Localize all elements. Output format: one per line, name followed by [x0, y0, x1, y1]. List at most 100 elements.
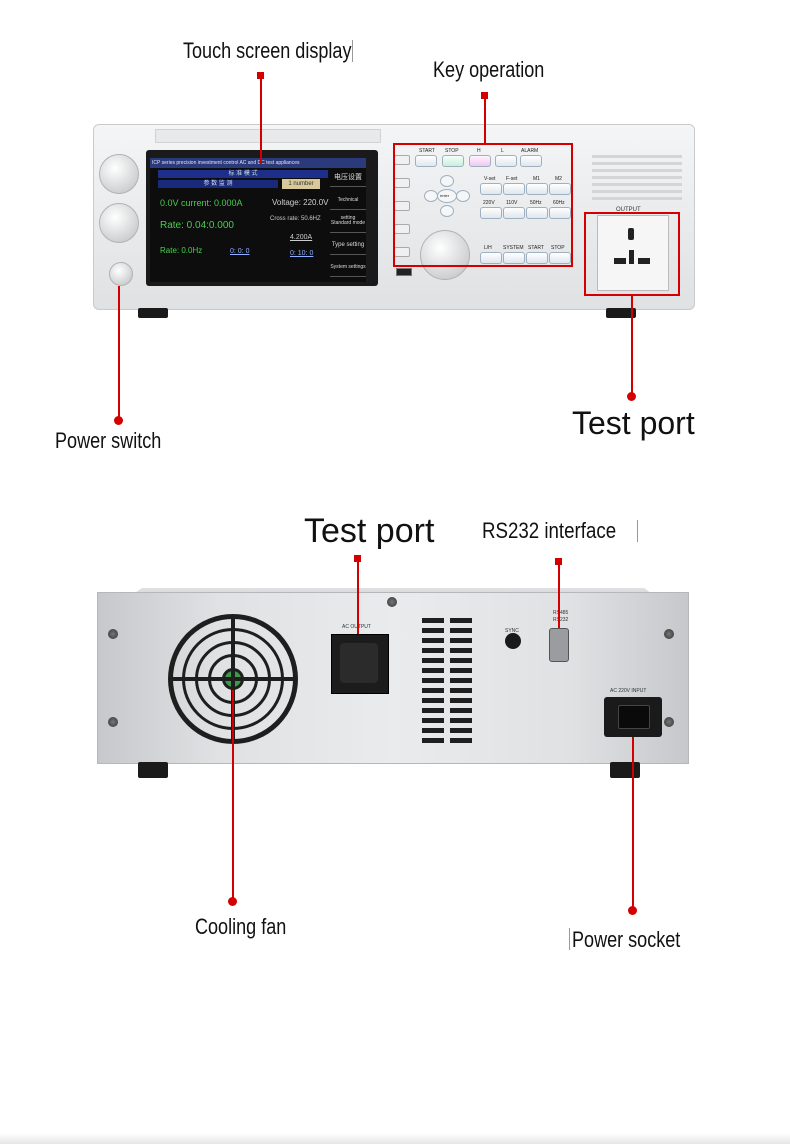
sync-port[interactable]	[505, 633, 521, 649]
rear-vent-right-9	[450, 698, 472, 703]
rear-vent-right-11	[450, 718, 472, 723]
socket-pin-top	[628, 228, 634, 240]
ac-input-label: AC 220V INPUT	[610, 688, 647, 694]
dpad-down-key[interactable]	[440, 205, 454, 217]
test-port-highlight	[584, 212, 680, 296]
front-vent-7	[592, 197, 682, 200]
rear-foot-left	[138, 762, 168, 778]
rear-vent-right-6	[450, 668, 472, 673]
rs485-label: RS485	[553, 610, 569, 616]
key-callout-leader	[484, 96, 486, 144]
key-label-lh: L/H	[484, 245, 492, 251]
rear-vent-left-2	[422, 628, 444, 633]
key-label-60hz: 60Hz	[553, 200, 565, 206]
screen-menu-2[interactable]: Technical setting	[330, 191, 366, 221]
rear-screw-top	[387, 597, 397, 607]
key-label-stop2: STOP	[551, 245, 565, 251]
rotary-encoder-knob[interactable]	[420, 230, 470, 280]
test-port-callout-leader	[631, 296, 633, 394]
220v-key[interactable]	[480, 207, 502, 219]
screen-time1: 0: 0: 0	[230, 248, 250, 255]
rear-vent-right-4	[450, 648, 472, 653]
front-vent-4	[592, 176, 682, 179]
rear-vent-right-1	[450, 618, 472, 623]
key-label-start: START	[419, 148, 435, 154]
start-key-bottom[interactable]	[526, 252, 548, 264]
sync-label: SYNC	[505, 628, 519, 634]
front-vent-2	[592, 162, 682, 165]
front-vent-6	[592, 190, 682, 193]
screen-menu-1[interactable]: 电压设置	[330, 170, 366, 187]
cooling-fan-leader	[232, 690, 234, 900]
touch-callout-tick	[257, 72, 264, 79]
rear-vent-right-2	[450, 628, 472, 633]
key-label-stop: STOP	[445, 148, 459, 154]
dpad-up-key[interactable]	[440, 175, 454, 187]
key-label-l: L	[501, 148, 504, 154]
socket-pin-right	[638, 258, 650, 264]
power-socket-inner	[618, 705, 650, 729]
power-button[interactable]	[109, 262, 133, 286]
h-key[interactable]	[469, 155, 491, 167]
key-label-m2: M2	[555, 176, 562, 182]
rear-vent-left-3	[422, 638, 444, 643]
rear-vent-right-10	[450, 708, 472, 713]
rear-panel	[97, 592, 689, 764]
stop-key-top[interactable]	[442, 155, 464, 167]
touch-screen-callout: Touch screen display	[183, 38, 352, 63]
fset-key[interactable]	[503, 183, 525, 195]
stop-key-bottom[interactable]	[549, 252, 571, 264]
test-port-front-callout: Test port	[572, 405, 695, 441]
screen-menu-3[interactable]: Standard mode	[330, 214, 366, 233]
rear-screw-left-2	[108, 717, 118, 727]
key-label-50hz: 50Hz	[530, 200, 542, 206]
key-callout-tick	[481, 92, 488, 99]
screen-menu-5[interactable]: System settings	[330, 258, 366, 277]
m1-key[interactable]	[526, 183, 548, 195]
rs232-callout: RS232 interface	[482, 518, 617, 543]
power-switch-callout: Power switch	[55, 428, 162, 453]
power-socket-callout: Power socket	[572, 927, 681, 952]
m2-key[interactable]	[549, 183, 571, 195]
key-label-110v: 110V	[506, 200, 518, 206]
screen-subheader: 参 数 监 测	[158, 180, 278, 188]
start-key-top[interactable]	[415, 155, 437, 167]
rear-vent-right-12	[450, 728, 472, 733]
rear-vent-left-5	[422, 658, 444, 663]
screen-cross-rate: Cross rate: 50.6HZ	[270, 216, 321, 222]
socket-pin-left	[614, 258, 626, 264]
rear-screw-left-1	[108, 629, 118, 639]
front-knob-upper	[99, 154, 139, 194]
screen-time2: 0: 10: 0	[290, 250, 314, 257]
lh-key[interactable]	[480, 252, 502, 264]
key-label-fset: F-set	[506, 176, 518, 182]
alarm-key[interactable]	[520, 155, 542, 167]
dpad-right-key[interactable]	[456, 190, 470, 202]
front-output-socket[interactable]	[597, 215, 669, 291]
rs232-label: RS232	[553, 617, 569, 623]
usb-port[interactable]	[396, 268, 412, 276]
key-label-start2: START	[528, 245, 544, 251]
screen-header: 标 准 模 式	[158, 170, 328, 178]
vset-key[interactable]	[480, 183, 502, 195]
rear-vent-left-7	[422, 678, 444, 683]
touch-screen[interactable]: ICP series precision investment control …	[150, 158, 366, 282]
rear-vent-left-12	[422, 728, 444, 733]
screen-voltage: Voltage: 220.0V	[272, 198, 329, 207]
screen-rate2: Rate: 0.0Hz	[160, 246, 203, 255]
front-vent-3	[592, 169, 682, 172]
screen-menu-4[interactable]: Type setting	[330, 236, 366, 255]
rear-vent-right-8	[450, 688, 472, 693]
system-key[interactable]	[503, 252, 525, 264]
rear-vent-left-13	[422, 738, 444, 743]
110v-key[interactable]	[503, 207, 525, 219]
front-vent-1	[592, 155, 682, 158]
screen-number-field[interactable]: 1 number	[282, 179, 320, 189]
rs232-port[interactable]	[549, 628, 569, 662]
60hz-key[interactable]	[549, 207, 571, 219]
l-key[interactable]	[495, 155, 517, 167]
50hz-key[interactable]	[526, 207, 548, 219]
touch-callout-bar	[352, 40, 353, 62]
test-port-callout-dot	[627, 392, 636, 401]
key-label-system: SYSTEM	[503, 245, 524, 251]
